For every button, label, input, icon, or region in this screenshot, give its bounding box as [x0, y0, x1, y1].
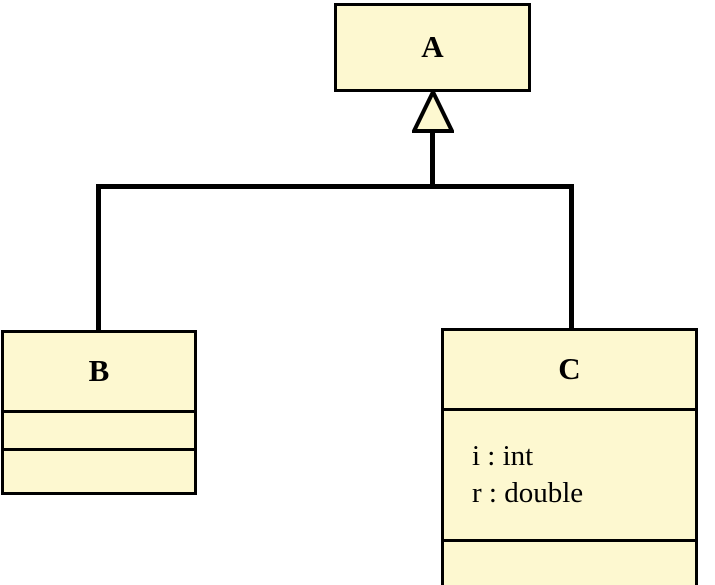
- class-c-attribute-r: r : double: [472, 477, 584, 509]
- generalization-hollow-triangle-arrowhead: [412, 90, 454, 133]
- class-box-a[interactable]: A: [334, 3, 531, 92]
- generalization-drop-line-to-c: [569, 184, 574, 330]
- class-c-attribute-i: i : int: [472, 439, 534, 472]
- class-a-name-label: A: [421, 29, 444, 65]
- class-b-operations-compartment: [4, 448, 194, 492]
- class-b-attributes-compartment: [4, 410, 194, 448]
- class-b-name-compartment: B: [4, 333, 194, 410]
- class-c-attributes-compartment: i : int r : double: [444, 408, 695, 539]
- class-box-c[interactable]: C i : int r : double: [441, 328, 698, 585]
- class-c-name-label: C: [558, 351, 581, 387]
- class-c-name-compartment: C: [444, 331, 695, 408]
- class-c-operations-compartment: [444, 539, 695, 585]
- generalization-stem-line: [430, 130, 435, 188]
- class-b-name-label: B: [88, 353, 110, 389]
- class-box-b[interactable]: B: [1, 330, 197, 495]
- generalization-drop-line-to-b: [96, 184, 101, 332]
- class-a-name-compartment: A: [337, 6, 528, 89]
- generalization-horizontal-bus: [96, 184, 574, 189]
